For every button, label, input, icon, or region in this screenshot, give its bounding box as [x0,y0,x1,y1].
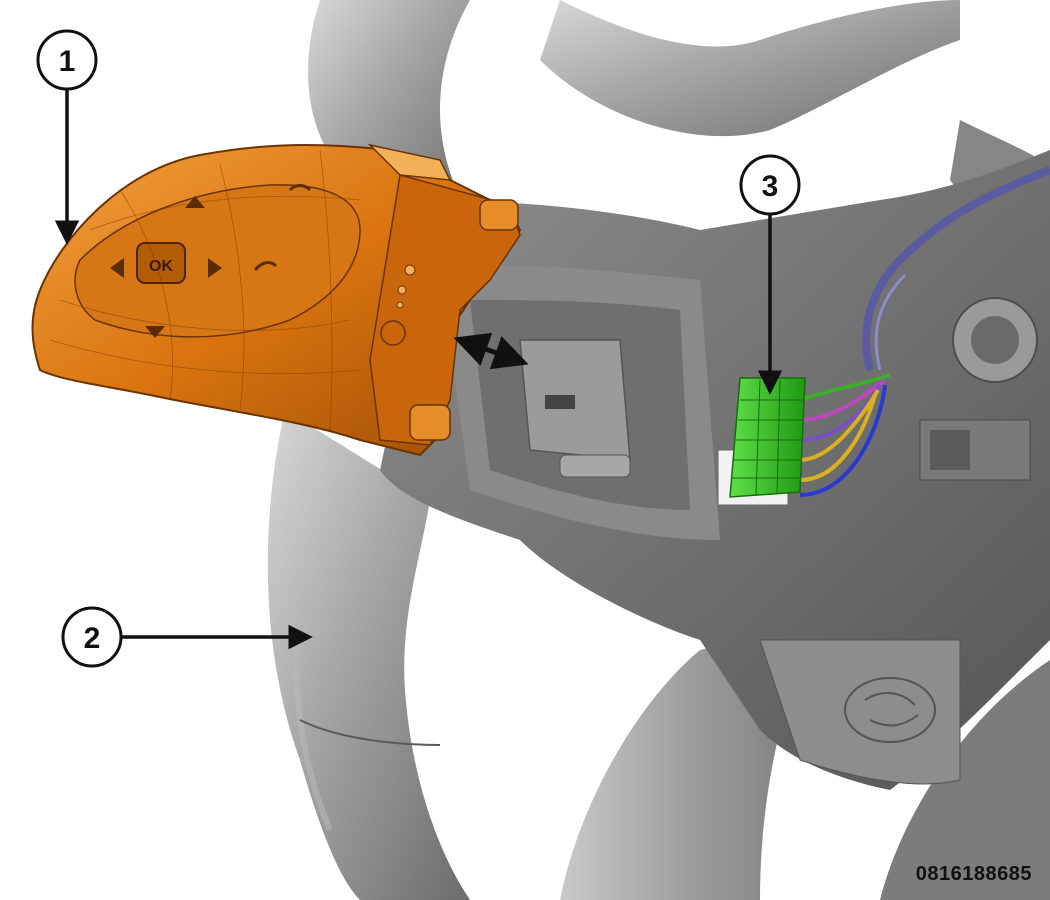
double-arrow-icon [453,332,529,370]
right-arrow-icon [208,258,222,278]
phone-icon [253,261,278,272]
callout-1-label: 1 [59,45,76,78]
callout-3-label: 3 [762,170,779,203]
callout-1: 1 [36,29,98,245]
figure-number: 0816188685 [915,863,1032,885]
callout-2-label: 2 [84,622,101,655]
up-arrow-icon [185,196,205,208]
down-arrow-icon [145,326,165,338]
left-arrow-icon [110,258,124,278]
callout-2: 2 [61,606,313,668]
switch-module: OK [31,143,522,457]
wire-harness [799,373,891,497]
ok-button-label: OK [149,258,173,275]
callout-3: 3 [739,154,801,395]
voice-icon [288,184,312,192]
electrical-connector [717,377,806,506]
